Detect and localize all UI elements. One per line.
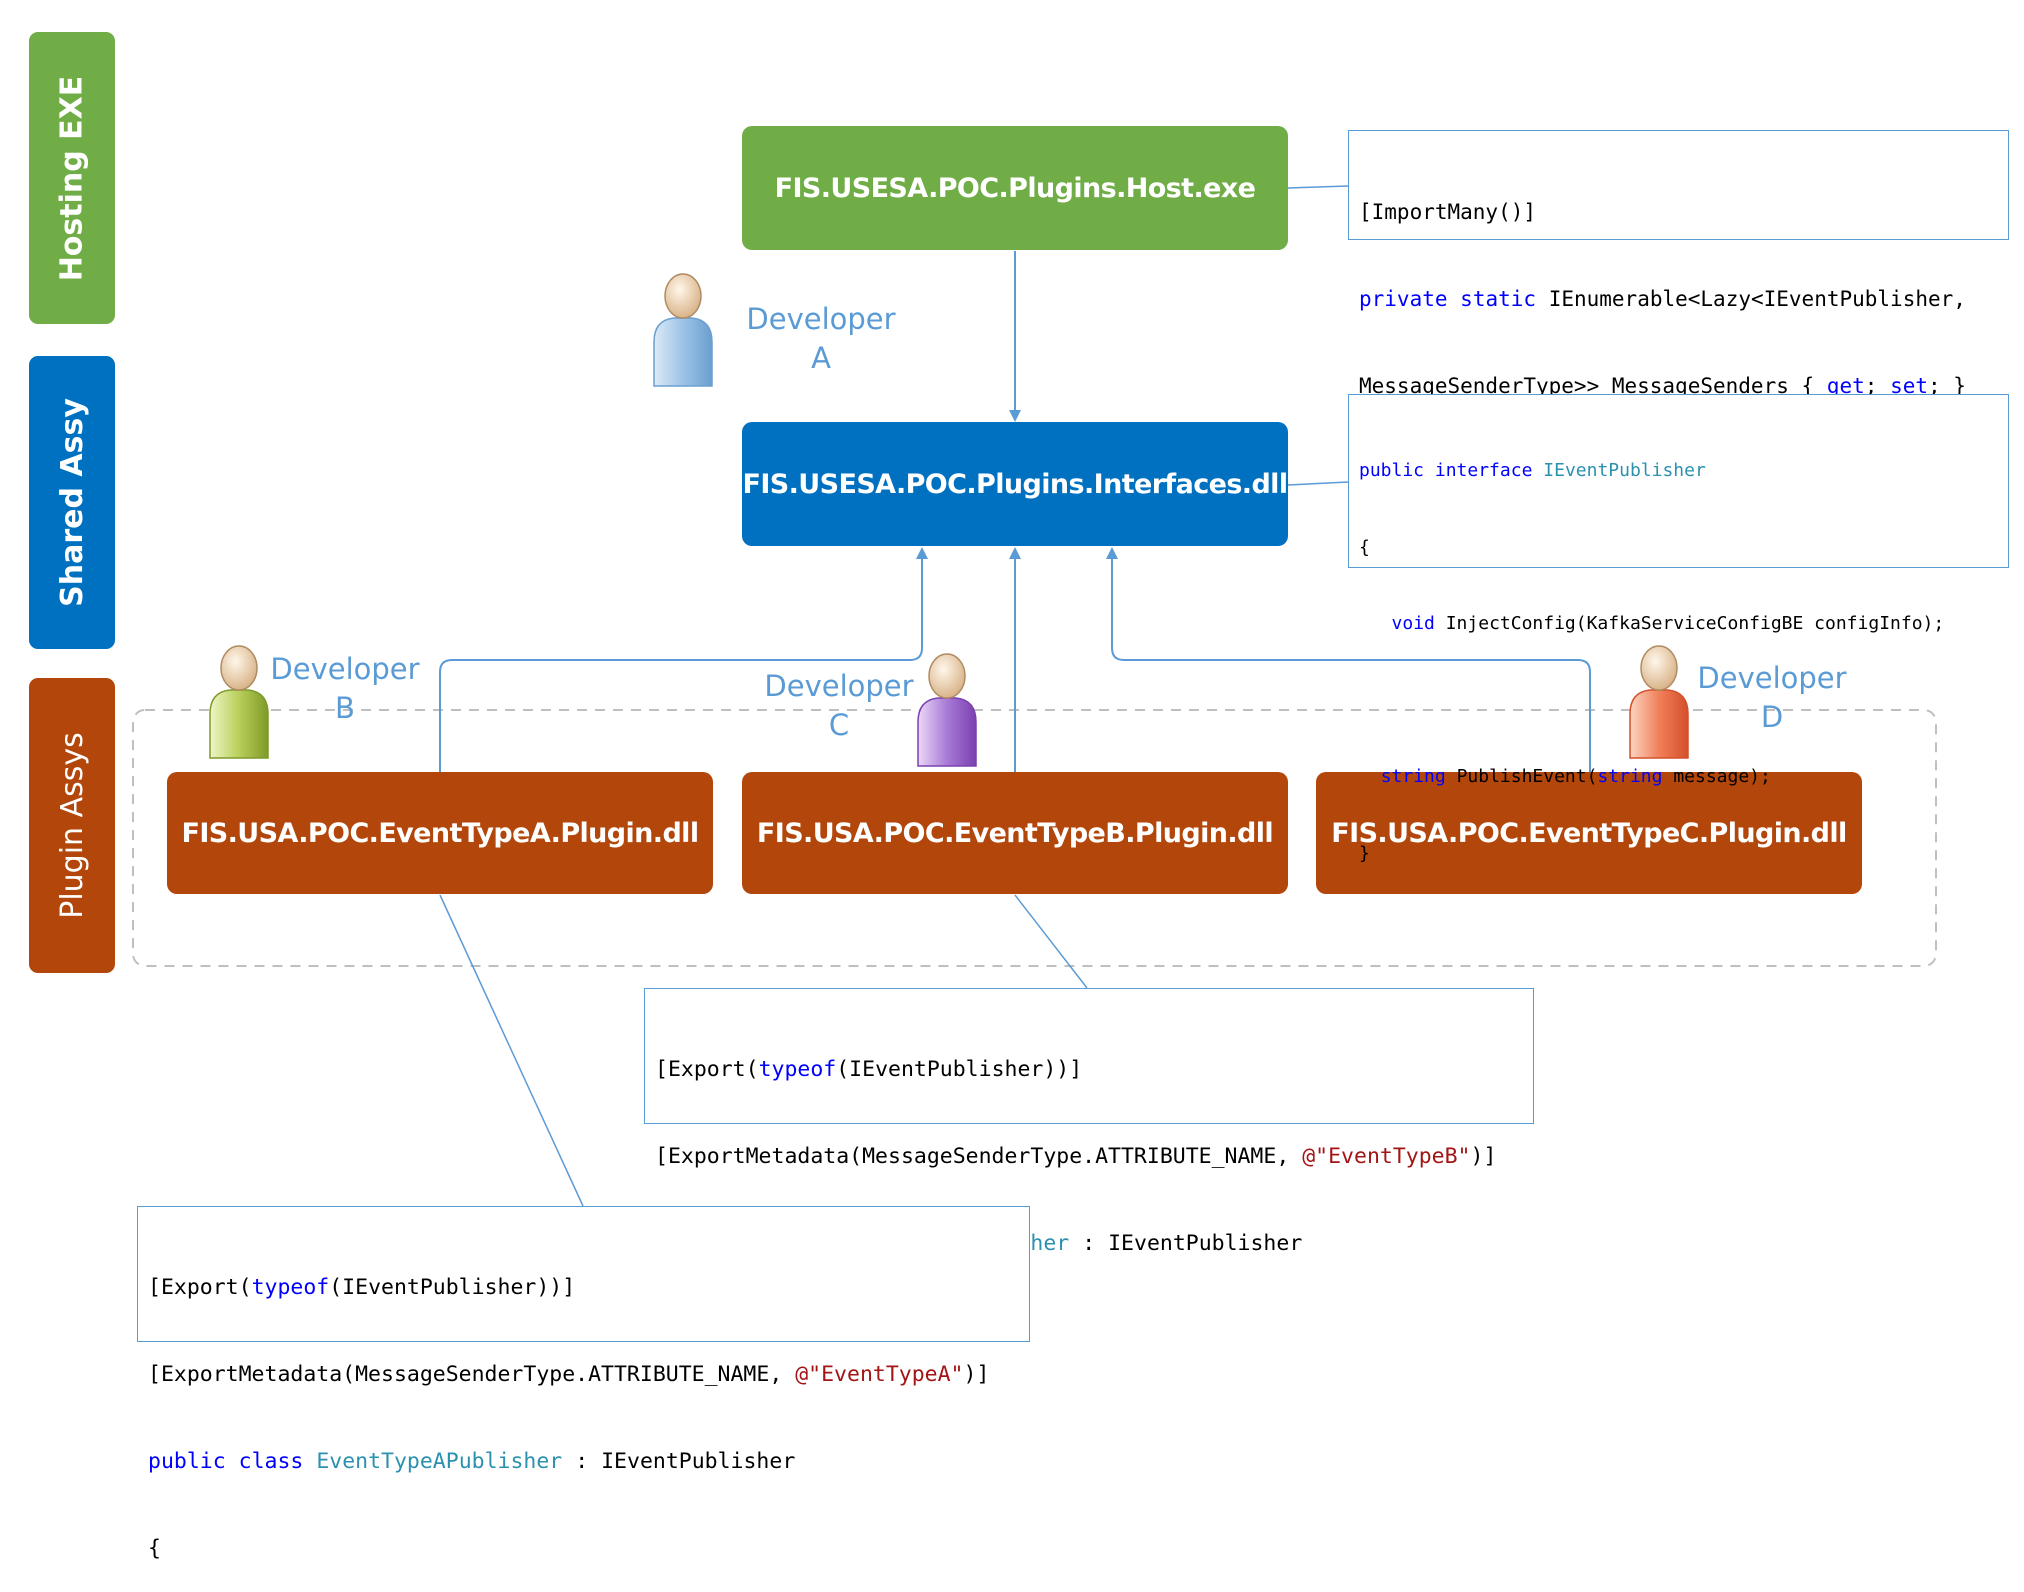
code-line: public interface IEventPublisher xyxy=(1359,460,1706,481)
code-line: [ExportMetadata(MessageSenderType.ATTRIB… xyxy=(655,1144,1497,1169)
code-line: { xyxy=(148,1536,161,1561)
code-callout-interface: public interface IEventPublisher { void … xyxy=(1348,394,2009,864)
plugin-a-label: FIS.USA.POC.EventTypeA.Plugin.dll xyxy=(181,817,700,849)
plugin-c-node[interactable]: FIS.USA.POC.EventTypeC.Plugin.dll xyxy=(1316,772,1862,894)
host-exe-label: FIS.USESA.POC.Plugins.Host.exe xyxy=(774,172,1256,204)
plugin-c-label: FIS.USA.POC.EventTypeC.Plugin.dll xyxy=(1331,817,1847,849)
code-line: [ExportMetadata(MessageSenderType.ATTRIB… xyxy=(148,1362,990,1387)
code-line: void InjectConfig(KafkaServiceConfigBE c… xyxy=(1391,613,1945,634)
host-exe-node[interactable]: FIS.USESA.POC.Plugins.Host.exe xyxy=(742,126,1288,250)
band-shared-assy: Shared Assy xyxy=(29,356,115,649)
code-line: } xyxy=(1359,842,1370,864)
code-line: [Export(typeof(IEventPublisher))] xyxy=(655,1057,1083,1082)
developer-b-icon xyxy=(209,645,269,759)
band-plugin-assys: Plugin Assys xyxy=(29,678,115,973)
band-plugin-label: Plugin Assys xyxy=(54,732,90,919)
code-callout-plugin-a: [Export(typeof(IEventPublisher))] [Expor… xyxy=(137,1206,1030,1561)
interfaces-dll-node[interactable]: FIS.USESA.POC.Plugins.Interfaces.dll xyxy=(742,422,1288,546)
arrow-plugin-c-to-interfaces xyxy=(1106,547,1591,772)
developer-d-icon xyxy=(1629,645,1689,759)
code-callout-host: [ImportMany()] private static IEnumerabl… xyxy=(1348,130,2009,398)
band-hosting-label: Hosting EXE xyxy=(54,75,90,281)
developer-c-icon xyxy=(917,653,977,767)
plugin-a-node[interactable]: FIS.USA.POC.EventTypeA.Plugin.dll xyxy=(167,772,713,894)
interfaces-dll-label: FIS.USESA.POC.Plugins.Interfaces.dll xyxy=(742,468,1289,500)
callout-line-host xyxy=(1287,185,1349,189)
code-line: public class EventTypeAPublisher : IEven… xyxy=(148,1449,796,1474)
developer-d-label: Developer D xyxy=(1697,661,1847,734)
code-line: private static IEnumerable<Lazy<IEventPu… xyxy=(1359,287,1966,311)
developer-a-icon xyxy=(653,273,713,387)
code-line xyxy=(1359,688,1998,714)
developer-a-label: Developer A xyxy=(746,302,896,375)
code-callout-plugin-b: [Export(typeof(IEventPublisher))] [Expor… xyxy=(644,988,1534,1343)
band-shared-label: Shared Assy xyxy=(54,398,90,607)
callout-line-plugin-b xyxy=(1014,894,1088,989)
code-line: string PublishEvent(string message); xyxy=(1380,766,1771,787)
band-hosting-exe: Hosting EXE xyxy=(29,32,115,324)
code-line: { xyxy=(1359,536,1370,558)
developer-b-label: Developer B xyxy=(270,652,420,725)
code-line: [Export(typeof(IEventPublisher))] xyxy=(148,1275,576,1300)
plugin-group-boundary xyxy=(132,709,1937,967)
arrow-plugin-a-to-interfaces xyxy=(439,547,928,772)
plugin-b-label: FIS.USA.POC.EventTypeB.Plugin.dll xyxy=(756,817,1274,849)
connectors xyxy=(132,185,1937,1207)
code-line: [ImportMany()] xyxy=(1359,200,1537,224)
developer-c-label: Developer C xyxy=(764,669,914,742)
plugin-b-node[interactable]: FIS.USA.POC.EventTypeB.Plugin.dll xyxy=(742,772,1288,894)
callout-line-interfaces xyxy=(1287,481,1349,486)
callout-line-plugin-a xyxy=(439,894,584,1207)
